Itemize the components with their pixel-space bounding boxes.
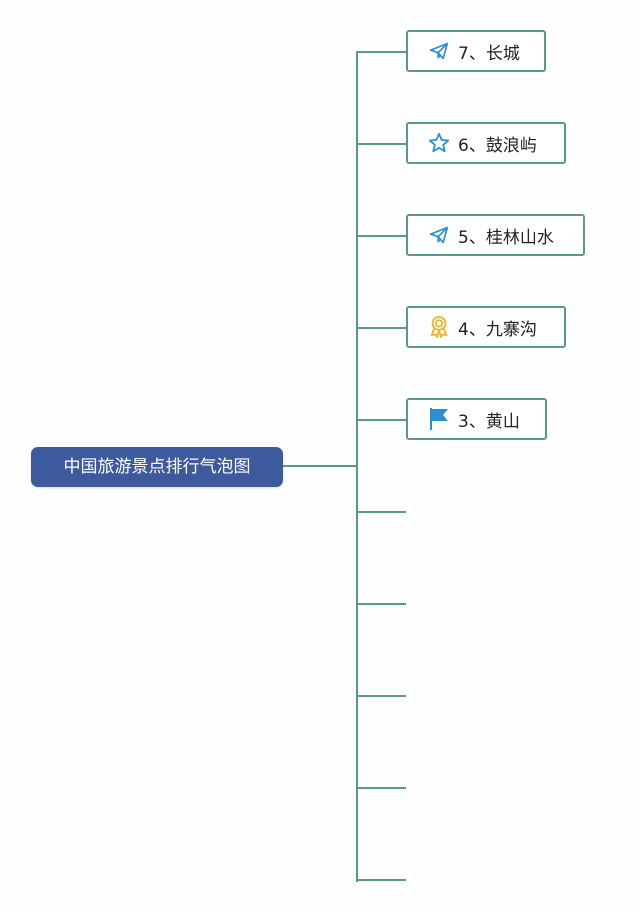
branch-connector [356,327,406,329]
award-medal-icon [430,316,448,338]
root-topic[interactable]: 中国旅游景点排行气泡图 [31,447,283,487]
paper-plane-icon [429,42,449,60]
paper-plane-icon [429,226,449,244]
branch-connector [356,511,406,513]
branch-label: 5、桂林山水 [458,227,554,248]
branch-label: 3、黄山 [458,411,520,432]
branch-node-huangshan[interactable]: 3、黄山 [406,398,547,440]
branch-connector [356,695,406,697]
branch-node-great-wall[interactable]: 7、长城 [406,30,546,72]
branch-connector [356,235,406,237]
branch-connector [356,419,406,421]
branch-node-gulangyu[interactable]: 6、鼓浪屿 [406,122,566,164]
root-connector [283,465,358,467]
branch-node-guilin[interactable]: 5、桂林山水 [406,214,585,256]
branch-connector [356,143,406,145]
star-icon [428,132,450,153]
branch-connector [356,787,406,789]
branch-connector [356,879,406,881]
trunk-line [356,51,358,882]
branch-node-jiuzhaigou[interactable]: 4、九寨沟 [406,306,566,348]
branch-label: 7、长城 [458,43,520,64]
branch-label: 4、九寨沟 [458,319,537,340]
branch-connector [356,603,406,605]
flag-icon [430,408,448,430]
branch-connector [356,51,406,53]
branch-label: 6、鼓浪屿 [458,135,537,156]
